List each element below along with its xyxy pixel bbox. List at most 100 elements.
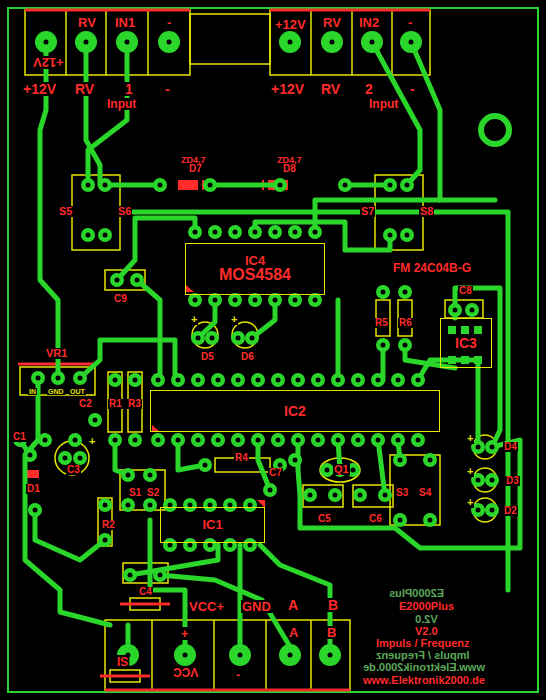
pcb-shape (270, 10, 430, 75)
solder-pad (148, 503, 153, 508)
copper-trace (315, 200, 495, 232)
solder-pad (196, 378, 201, 383)
solder-pad (51, 371, 65, 385)
solder-pad (151, 373, 165, 387)
solder-pad (208, 293, 222, 307)
solder-pad (236, 378, 241, 383)
silkscreen-label: + (190, 314, 198, 325)
solder-pad (123, 568, 137, 582)
silkscreen-label: RV (77, 16, 97, 29)
solder-pad (288, 225, 302, 239)
pcb-shape (8, 8, 538, 692)
solder-pad (356, 378, 361, 383)
silkscreen-label: E2000Plus (388, 588, 445, 599)
solder-pad (193, 230, 198, 235)
pcb-shape (25, 9, 190, 12)
solder-pad (88, 413, 102, 427)
silkscreen-label: www.Elektronik2000.de (362, 662, 486, 673)
solder-pad (73, 371, 87, 385)
solder-pad (193, 298, 198, 303)
copper-trace (25, 378, 110, 625)
solder-pad (388, 233, 393, 238)
pcb-shape (391, 10, 393, 75)
solder-pad (376, 438, 381, 443)
silkscreen-label: RV (320, 82, 341, 96)
pcb-shape (13, 31, 499, 666)
solder-pad (383, 178, 397, 192)
solder-pad (216, 378, 221, 383)
solder-pad (405, 183, 410, 188)
silkscreen-label: D4 (503, 442, 518, 452)
silkscreen-label: VR1 (45, 348, 68, 359)
solder-pad (196, 336, 201, 341)
solder-pad (405, 233, 410, 238)
solder-pad (73, 438, 78, 443)
silkscreen-label: - (164, 82, 171, 96)
solder-pad (231, 373, 245, 387)
copper-trace (258, 440, 270, 490)
solder-pad (81, 178, 95, 192)
solder-pad (183, 498, 197, 512)
silkscreen-label: +12V (22, 82, 57, 96)
solder-pad (231, 433, 245, 447)
silkscreen-label: - (409, 82, 416, 96)
solder-pad (143, 468, 157, 482)
silkscreen-label: C4 (138, 587, 153, 597)
pcb-shape (100, 675, 150, 678)
solder-pad (400, 31, 422, 53)
solder-pad (271, 433, 285, 447)
solder-pad (115, 278, 120, 283)
solder-pad (319, 644, 341, 666)
solder-pad (263, 483, 277, 497)
solder-pad (233, 230, 238, 235)
solder-pad (158, 183, 163, 188)
solder-pad (398, 458, 403, 463)
solder-pad (291, 433, 305, 447)
solder-pad (331, 433, 345, 447)
silkscreen-label: Input (106, 98, 137, 110)
silkscreen-label: GND (241, 600, 272, 613)
silkscreen-label: D5 (200, 352, 215, 362)
pcb-shape (152, 425, 160, 432)
solder-pad (153, 178, 167, 192)
solder-pad (321, 31, 343, 53)
solder-pad (330, 40, 335, 45)
solder-pad (325, 468, 330, 473)
solder-pad (203, 498, 217, 512)
solder-pad (103, 538, 108, 543)
silkscreen-label: - (407, 16, 413, 29)
solder-pad (378, 488, 392, 502)
solder-pad (400, 178, 414, 192)
silkscreen-label: S6 (117, 206, 132, 217)
silkscreen-label: www.Elektronik2000.de (362, 675, 486, 686)
solder-pad (276, 378, 281, 383)
solder-pad (158, 573, 163, 578)
part-value: MOS4584 (217, 267, 293, 284)
silkscreen-label: VCC+ (188, 600, 225, 613)
silkscreen-label: VCC (172, 666, 199, 678)
silkscreen-label: Impuls / Frequenz (375, 650, 471, 661)
solder-pad (198, 458, 212, 472)
solder-pad (428, 518, 433, 523)
solder-pad (268, 488, 273, 493)
solder-pad (203, 463, 208, 468)
solder-pad (245, 331, 259, 345)
solder-pad (143, 498, 157, 512)
pcb-shape (151, 620, 153, 690)
silkscreen-label: Input (368, 98, 399, 110)
pcb-shape (265, 620, 267, 690)
solder-pad (336, 438, 341, 443)
solder-pad (400, 228, 414, 242)
solder-pad (135, 278, 140, 283)
solder-pad (448, 326, 456, 334)
pcb-shape (351, 10, 353, 75)
solder-pad (398, 285, 412, 299)
copper-trace (105, 183, 160, 188)
pcb-shape (128, 372, 142, 432)
solder-pad (203, 538, 217, 552)
solder-pad (250, 336, 255, 341)
silkscreen-label: IN2 (358, 16, 380, 29)
solder-pad (393, 453, 407, 467)
pcb-shape (398, 300, 412, 336)
solder-pad (33, 508, 38, 513)
